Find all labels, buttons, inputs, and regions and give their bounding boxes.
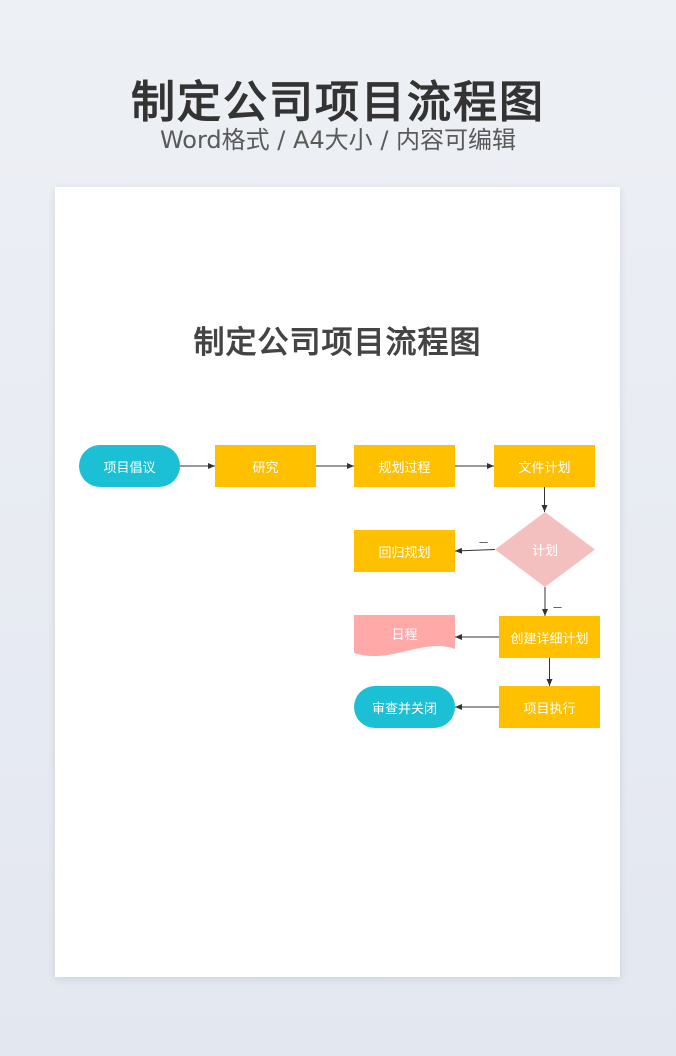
node-process-n9[interactable] [499, 686, 600, 728]
flowchart [79, 445, 600, 728]
document-title: 制定公司项目流程图 [193, 325, 482, 361]
edge-label-n5-n7: 一 [553, 604, 563, 614]
node-document-n8[interactable] [354, 615, 455, 657]
node-label-n7: 创建详细计划 [510, 631, 589, 647]
node-decision-n5[interactable] [495, 512, 595, 587]
node-process-n4[interactable] [494, 445, 595, 487]
edge-label-n5-n6: 一 [479, 538, 489, 549]
node-process-n7[interactable] [499, 616, 600, 658]
node-label-n10: 审查并关闭 [371, 701, 437, 717]
document-page: 制定公司项目流程图 项目倡议 研究 规划过程 文件计划计划 回归规划创建详细计划 日程项目… [55, 187, 620, 977]
node-terminal-n10[interactable] [354, 686, 455, 728]
edge-n5-n6 [454, 547, 496, 554]
hero-subtitle: Word格式 / A4大小 / 内容可编辑 [159, 126, 517, 154]
node-process-n3[interactable] [354, 445, 455, 487]
node-label-n5: 计划 [531, 544, 558, 559]
node-label-n6: 回归规划 [378, 545, 431, 561]
node-label-n1: 项目倡议 [103, 460, 156, 476]
node-label-n4: 文件计划 [518, 460, 571, 476]
node-process-n2[interactable] [215, 445, 316, 487]
node-label-n2: 研究 [252, 460, 279, 476]
node-process-n6[interactable] [354, 530, 455, 572]
hero-title: 制定公司项目流程图 [131, 77, 545, 128]
node-label-n3: 规划过程 [378, 460, 431, 476]
node-terminal-n1[interactable] [79, 445, 180, 487]
node-label-n9: 项目执行 [523, 701, 576, 717]
node-label-n8: 日程 [391, 627, 418, 643]
